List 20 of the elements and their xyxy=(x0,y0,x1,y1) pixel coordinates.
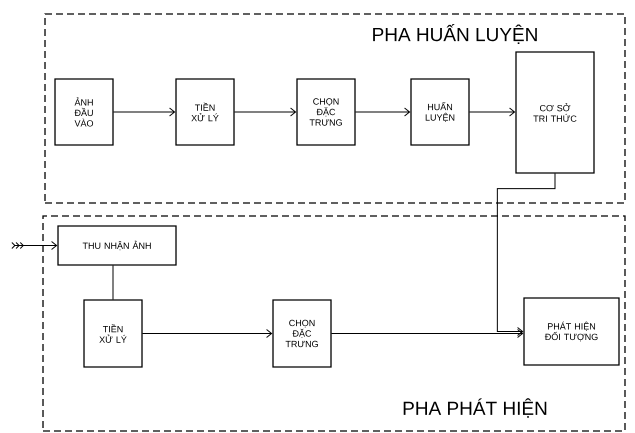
arrow xyxy=(234,108,296,116)
connector-line xyxy=(112,265,114,300)
arrow xyxy=(355,108,410,116)
arrow xyxy=(469,108,516,116)
arrow xyxy=(496,173,556,336)
process-box: CHỌN ĐẶC TRƯNG xyxy=(296,78,356,146)
arrow xyxy=(11,241,58,250)
phase-title: PHA HUẤN LUYỆN xyxy=(373,24,537,44)
phase-title: PHA PHÁT HIỆN xyxy=(404,398,546,418)
process-box: TIỀN XỬ LÝ xyxy=(175,78,235,146)
arrow xyxy=(331,329,524,338)
process-box: THU NHẬN ẢNH xyxy=(57,225,177,266)
process-box: ẢNH ĐẦU VÀO xyxy=(54,78,114,146)
process-box: PHÁT HIỆN ĐỐI TƯỢNG xyxy=(523,297,620,366)
process-box: TIỀN XỬ LÝ xyxy=(83,299,143,368)
arrow xyxy=(142,329,272,338)
process-box: HUẤN LUYỆN xyxy=(410,78,470,146)
process-box: CƠ SỞ TRI THỨC xyxy=(515,51,595,174)
arrow xyxy=(113,108,176,116)
process-box: CHỌN ĐẶC TRƯNG xyxy=(272,299,332,368)
